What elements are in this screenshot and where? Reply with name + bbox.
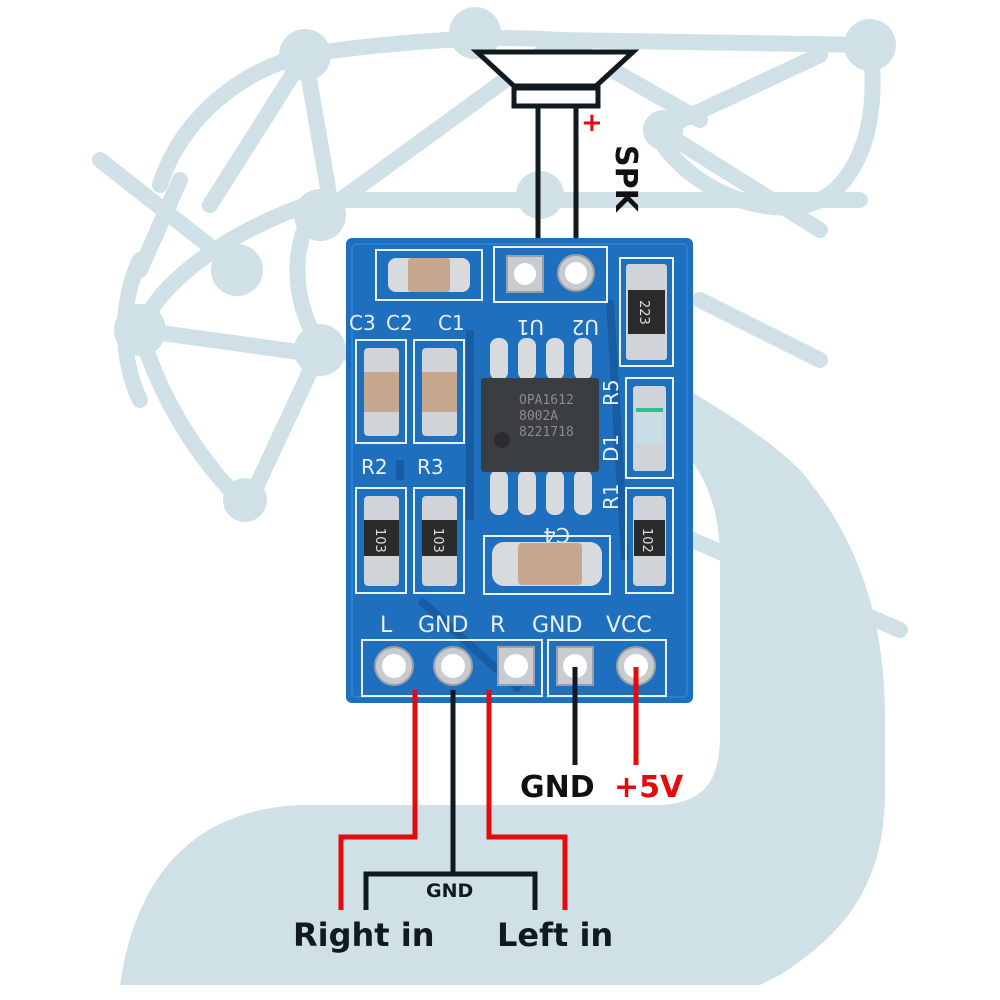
led-d1 xyxy=(636,408,663,444)
pin-l xyxy=(374,646,414,686)
r3-outline xyxy=(413,339,465,444)
chip-line-2: 8002A xyxy=(519,409,558,424)
silk-r1: R1 xyxy=(599,483,623,510)
pin-label-gnd-2: GND xyxy=(532,613,582,638)
resistor-103-b xyxy=(422,520,457,556)
pin-label-l: L xyxy=(380,613,393,638)
silk-c2: C2 xyxy=(386,311,413,335)
speaker-plus-sign: + xyxy=(581,108,603,138)
speaker-label: SPK xyxy=(608,145,643,214)
silk-u2: U2 xyxy=(572,315,599,339)
label-left-in: Left in xyxy=(497,916,613,954)
pin-label-r: R xyxy=(490,613,505,638)
pin-r xyxy=(497,646,535,686)
chip-line-1: OPA1612 xyxy=(519,393,574,408)
wire-audio-gnd-branch xyxy=(363,871,538,910)
r2-outline xyxy=(355,339,407,444)
power-header-outline xyxy=(547,639,667,697)
capacitor-c1-c2 xyxy=(408,258,450,292)
silk-c3: C3 xyxy=(349,311,376,335)
c1-c2-outline xyxy=(375,249,483,301)
component-r3 xyxy=(422,372,457,412)
pin-gnd-input xyxy=(433,646,473,686)
lower-left-outline-1 xyxy=(355,487,407,594)
wire-left-pin-to-right-in xyxy=(338,690,418,910)
label-vcc: +5V xyxy=(614,770,684,805)
amplifier-module: U1 U2 C3 C2 C1 223 R2 R3 xyxy=(346,238,693,703)
power-wires xyxy=(572,667,639,765)
silk-r2: R2 xyxy=(361,455,388,479)
label-gnd-power: GND xyxy=(520,770,595,805)
resistor-103-a-code: 103 xyxy=(372,528,387,553)
r1-outline xyxy=(625,487,674,594)
silk-u1: U1 xyxy=(517,315,544,339)
resistor-r1 xyxy=(634,520,665,556)
audio-wires xyxy=(338,690,568,910)
c4-outline xyxy=(483,535,611,595)
resistor-r5-code: 223 xyxy=(636,300,651,325)
r5-outline xyxy=(619,257,674,367)
pin-label-gnd-1: GND xyxy=(418,613,468,638)
ic-chip: OPA1612 8002A 8221718 xyxy=(481,338,599,515)
silk-c1: C1 xyxy=(438,311,465,335)
speaker-header-outline xyxy=(493,246,608,303)
speaker-icon xyxy=(470,49,640,109)
resistor-103-b-code: 103 xyxy=(430,528,445,553)
lower-left-outline-2 xyxy=(413,487,465,594)
silk-r3: R3 xyxy=(417,455,444,479)
capacitor-c4 xyxy=(518,543,582,585)
d1-outline xyxy=(625,377,674,479)
chip-line-3: 8221718 xyxy=(519,425,574,440)
label-audio-gnd: GND xyxy=(426,880,473,902)
resistor-103-a xyxy=(364,520,399,556)
wire-r-pin-to-left-in xyxy=(486,690,568,910)
watermark-nodes xyxy=(114,7,896,522)
label-right-in: Right in xyxy=(293,916,434,954)
resistor-r5 xyxy=(628,290,665,334)
silk-d1: D1 xyxy=(599,434,623,462)
pin-label-vcc: VCC xyxy=(606,613,652,638)
watermark-s-fill xyxy=(120,345,885,985)
silk-r5: R5 xyxy=(599,379,623,406)
component-r2 xyxy=(364,372,399,412)
pin-vcc xyxy=(616,646,656,686)
resistor-r1-code: 102 xyxy=(639,528,654,553)
